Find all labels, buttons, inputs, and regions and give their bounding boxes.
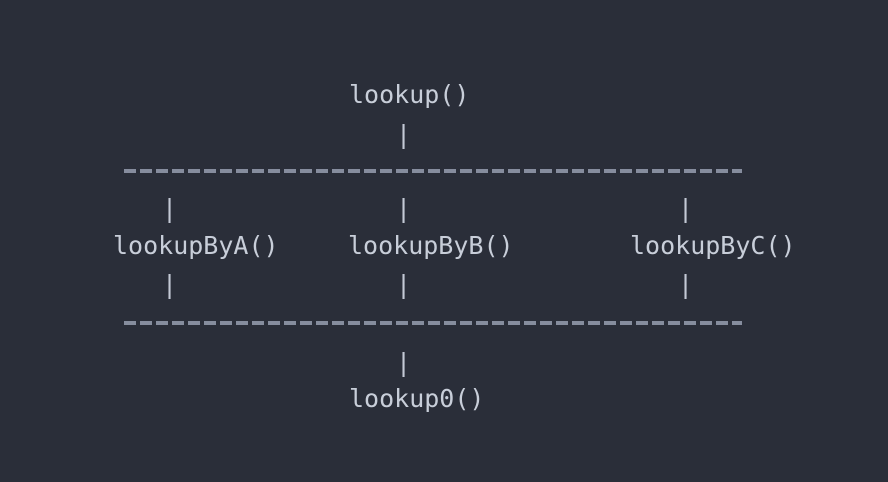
connector-branch-c-down: | [678, 270, 694, 299]
connector-leaf-up: | [396, 348, 412, 377]
connector-branch-b-up: | [396, 194, 412, 223]
node-label-lookup-by-b: lookupByB() [348, 231, 514, 260]
node-label-lookup: lookup() [349, 80, 470, 109]
node-label-lookup-by-a: lookupByA() [113, 231, 279, 260]
connector-branch-a-up: | [162, 194, 178, 223]
divider-bottom [124, 321, 742, 325]
connector-branch-a-down: | [162, 270, 178, 299]
connector-branch-c-up: | [678, 194, 694, 223]
divider-top [124, 169, 742, 173]
connector-root-down: | [396, 120, 412, 149]
connector-branch-b-down: | [396, 270, 412, 299]
node-label-lookup-by-c: lookupByC() [630, 231, 796, 260]
node-label-lookup0: lookup0() [349, 384, 485, 413]
